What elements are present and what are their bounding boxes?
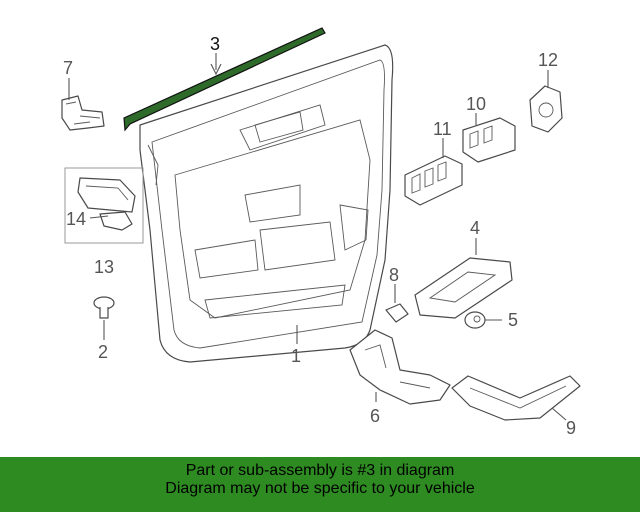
part-7-bracket[interactable] [61, 95, 105, 131]
callout-10: 10 [466, 94, 486, 114]
callout-11: 11 [433, 119, 452, 139]
callout-1: 1 [291, 346, 301, 366]
part-11-master-switch[interactable] [404, 155, 463, 206]
callout-5: 5 [508, 310, 518, 330]
part-4-switch-bezel[interactable] [414, 257, 513, 319]
part-5-socket[interactable] [464, 311, 486, 329]
callout-6: 6 [370, 406, 380, 426]
callout-3: 3 [210, 34, 220, 54]
banner-line-part: Part or sub-assembly is #3 in diagram [185, 462, 455, 479]
parts-diagram: 3 7 12 10 11 14 13 4 8 5 2 1 6 9 [61, 27, 581, 438]
leader-lines [68, 53, 567, 421]
part-2-clip[interactable] [93, 296, 115, 319]
part-6-bracket[interactable] [349, 329, 451, 405]
callout-7: 7 [63, 58, 73, 78]
callout-9: 9 [566, 418, 576, 438]
part-9-lower-trim[interactable] [451, 375, 581, 421]
part-1-door-trim-panel[interactable] [139, 44, 394, 363]
callout-2: 2 [98, 342, 108, 362]
callout-4: 4 [470, 218, 480, 238]
part-3-belt-molding[interactable] [123, 27, 326, 132]
part-12-switch[interactable] [529, 85, 563, 133]
callout-12: 12 [538, 50, 558, 70]
part-8-clip[interactable] [385, 303, 409, 323]
callout-14: 14 [66, 209, 86, 229]
callout-8: 8 [389, 265, 399, 285]
part-13-assembly-box[interactable] [64, 167, 144, 244]
callout-13: 13 [94, 257, 114, 277]
info-banner: Part or sub-assembly is #3 in diagram Di… [0, 457, 640, 512]
banner-line-disclaimer: Diagram may not be specific to your vehi… [165, 480, 475, 497]
part-10-window-switch[interactable] [462, 117, 516, 163]
